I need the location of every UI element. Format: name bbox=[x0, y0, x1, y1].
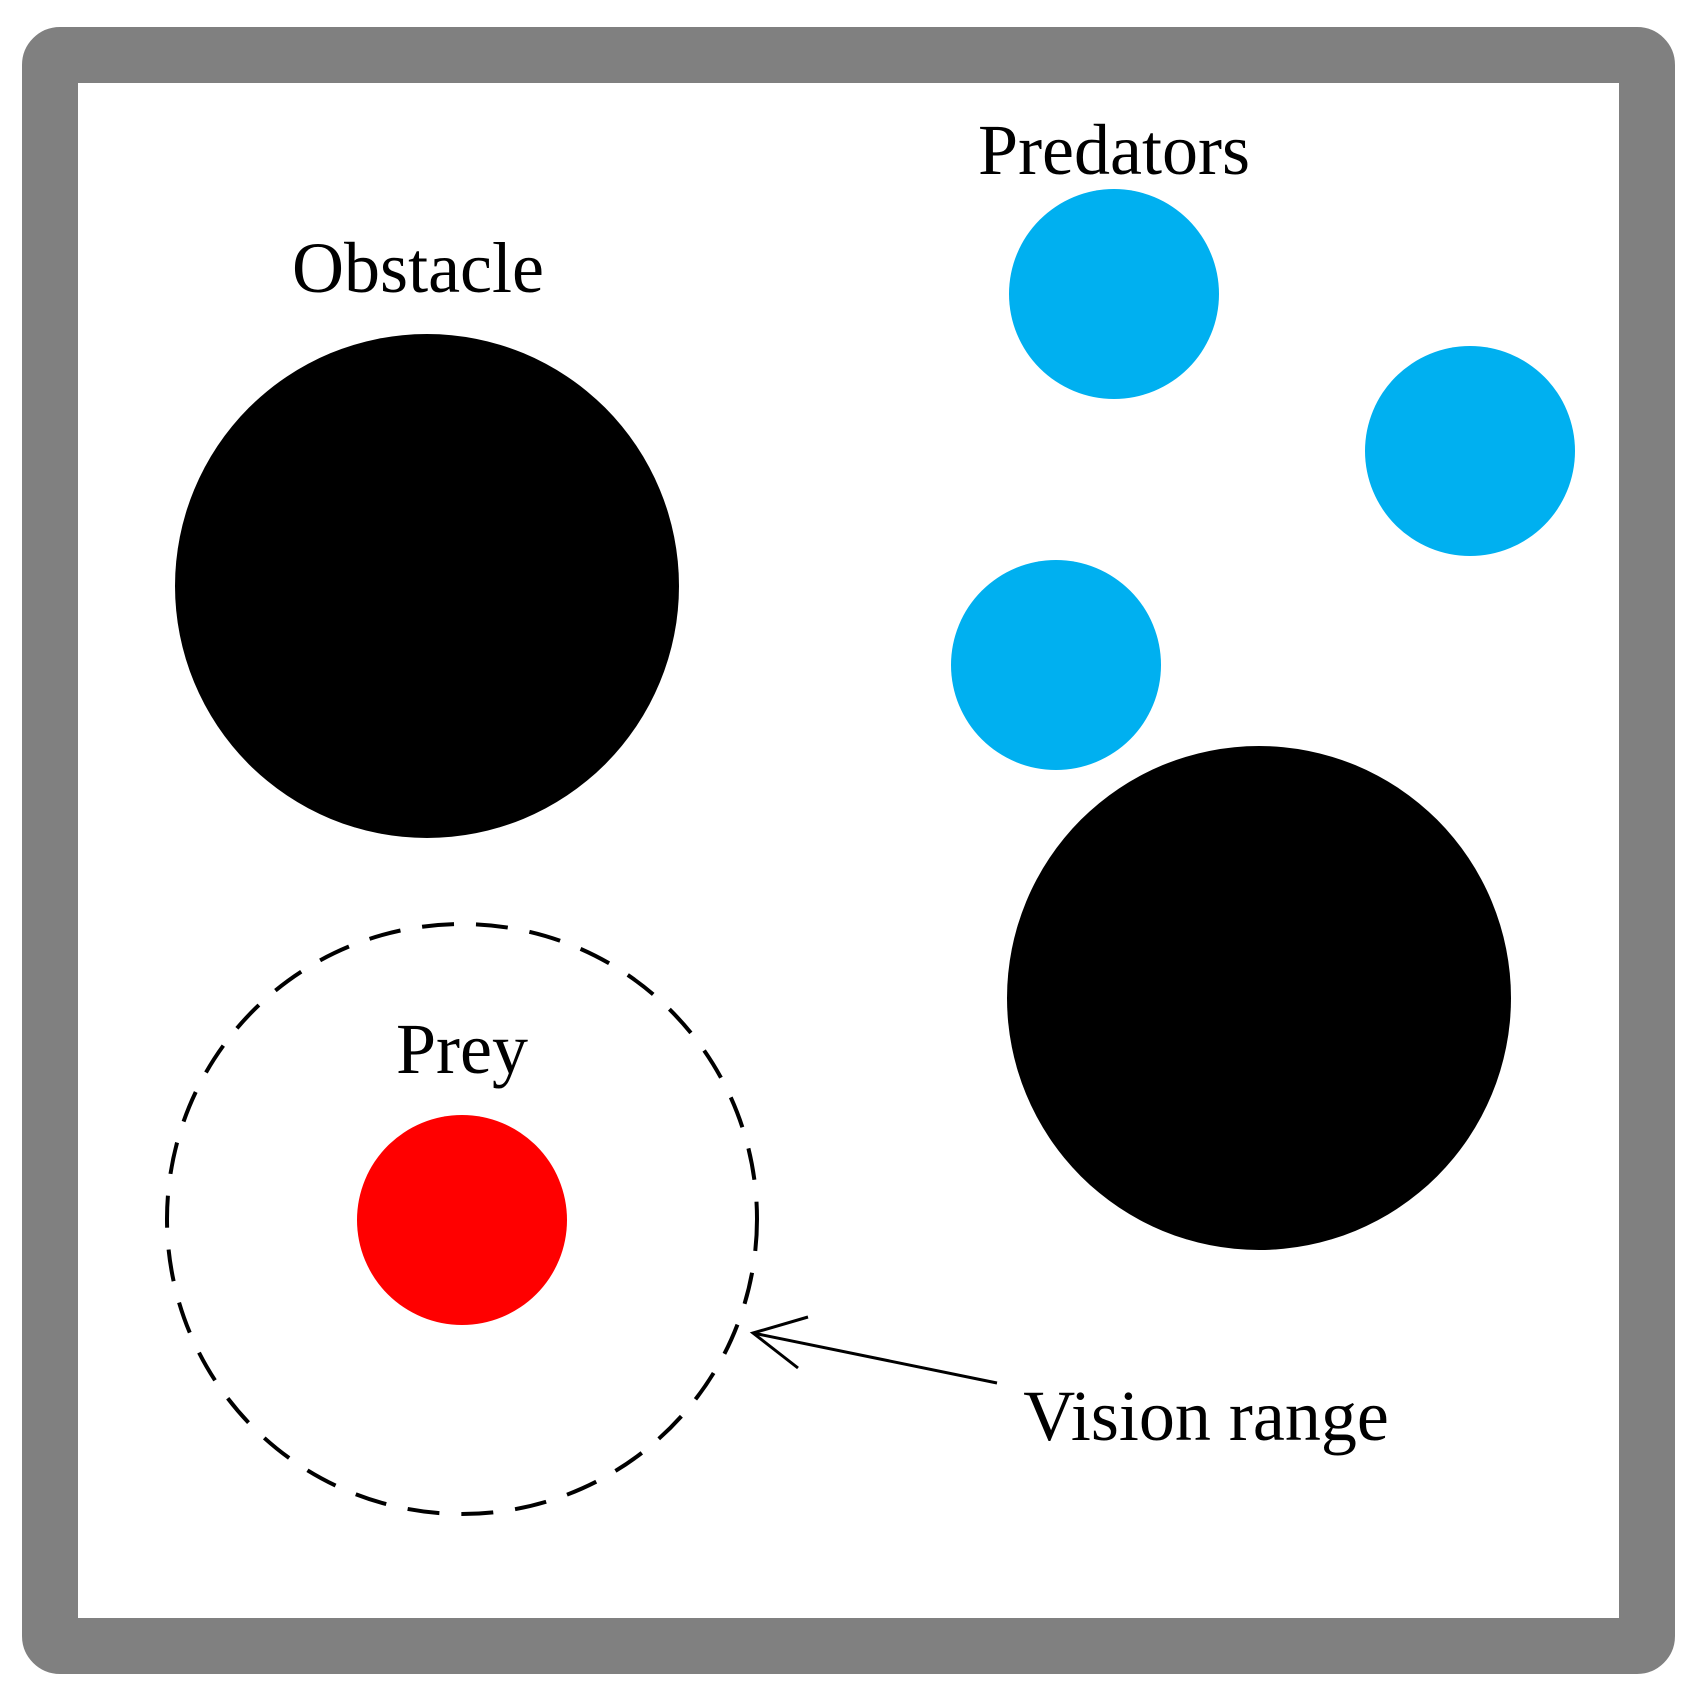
vision-range-circle bbox=[165, 922, 759, 1516]
vision-range-arrowhead bbox=[749, 1315, 809, 1370]
predator-circle-1 bbox=[1009, 189, 1219, 399]
obstacle-label: Obstacle bbox=[292, 228, 544, 308]
obstacle-circle-2 bbox=[1007, 746, 1511, 1250]
prey-label: Prey bbox=[396, 1009, 528, 1089]
predator-circle-2 bbox=[1365, 346, 1575, 556]
obstacle-circle-1 bbox=[175, 334, 679, 838]
vision-range-arrow-shaft bbox=[752, 1331, 998, 1385]
vision-range-label: Vision range bbox=[1023, 1376, 1389, 1456]
prey-circle bbox=[357, 1115, 567, 1325]
predators-label: Predators bbox=[978, 110, 1250, 190]
predator-circle-3 bbox=[951, 560, 1161, 770]
